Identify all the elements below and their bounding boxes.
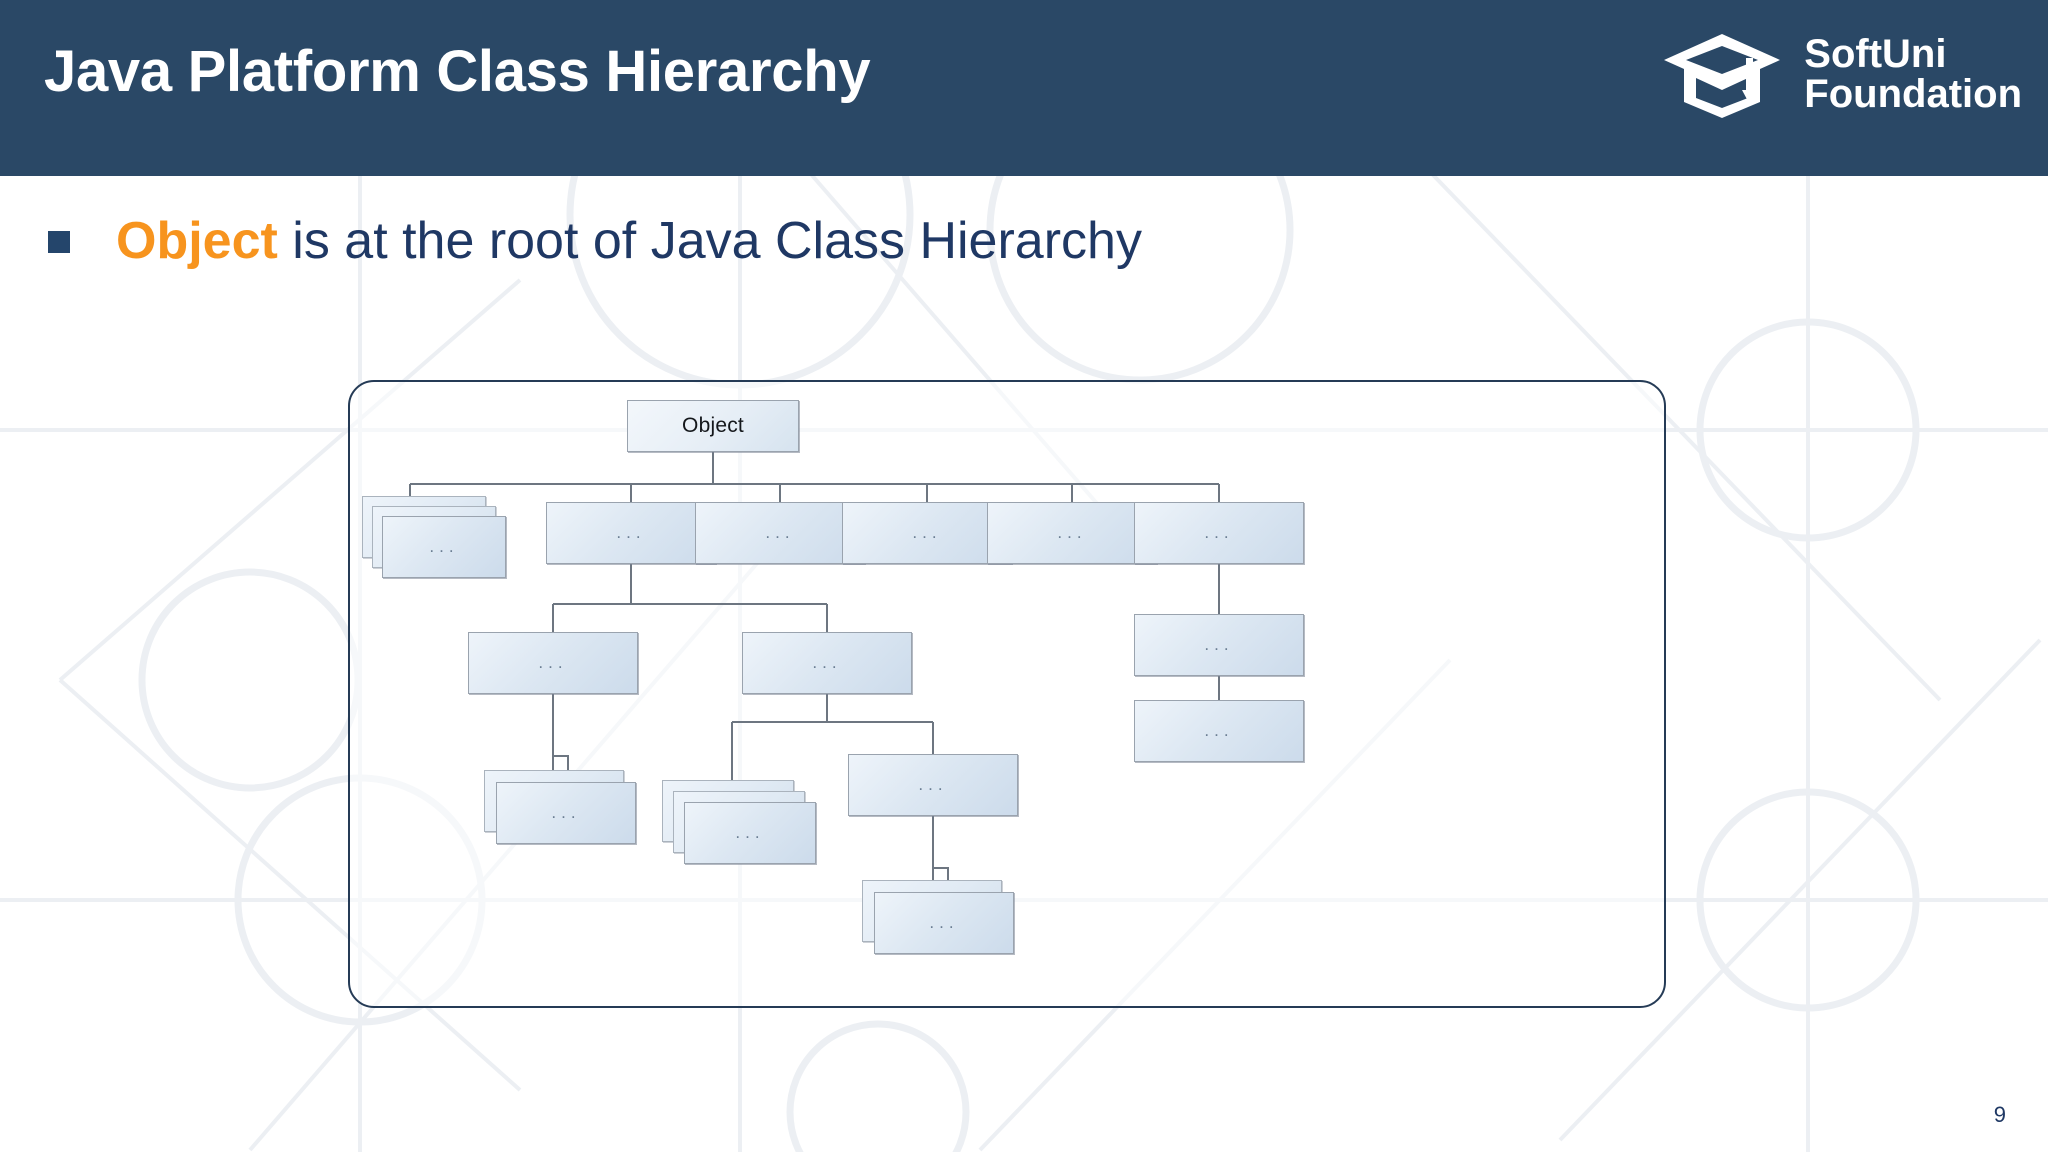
node-label: ...: [1204, 720, 1234, 740]
bullet-keyword: Object: [116, 212, 278, 270]
class-hierarchy-diagram: Object ... ... ... ... ... ... ... ... .…: [348, 380, 1666, 1008]
node-placeholder: ...: [1134, 502, 1304, 564]
logo-line-2: Foundation: [1804, 72, 2022, 116]
node-object-root: Object: [627, 400, 799, 452]
bullet-list-item: Object is at the root of Java Class Hier…: [48, 212, 1142, 270]
node-placeholder: ...: [874, 892, 1014, 954]
page-title: Java Platform Class Hierarchy: [44, 39, 871, 104]
node-placeholder: ...: [742, 632, 912, 694]
node-placeholder: ...: [468, 632, 638, 694]
node-label: ...: [1057, 522, 1087, 542]
node-placeholder: ...: [546, 502, 716, 564]
node-label: ...: [551, 802, 581, 822]
slide-header: Java Platform Class Hierarchy SoftUni Fo…: [0, 0, 2048, 176]
node-placeholder: ...: [382, 516, 506, 578]
softuni-foundation-logo: SoftUni Foundation: [1658, 28, 2022, 120]
node-placeholder: ...: [1134, 700, 1304, 762]
node-label: ...: [765, 522, 795, 542]
node-stack-group: ...: [362, 496, 522, 588]
node-stack-group: ...: [484, 770, 644, 850]
node-label: ...: [538, 652, 568, 672]
node-label: Object: [682, 414, 744, 437]
logo-line-1: SoftUni: [1804, 32, 1947, 76]
graduation-cap-icon: [1664, 34, 1781, 118]
bullet-rest: is at the root of Java Class Hierarchy: [277, 212, 1142, 270]
node-label: ...: [929, 912, 959, 932]
node-label: ...: [616, 522, 646, 542]
node-stack-group: ...: [862, 880, 1022, 960]
node-placeholder: ...: [987, 502, 1157, 564]
node-placeholder: ...: [1134, 614, 1304, 676]
node-placeholder: ...: [848, 754, 1018, 816]
square-bullet-icon: [48, 230, 70, 253]
node-label: ...: [735, 822, 765, 842]
node-placeholder: ...: [695, 502, 865, 564]
node-label: ...: [918, 774, 948, 794]
node-stack-group: ...: [662, 780, 832, 876]
node-label: ...: [1204, 522, 1234, 542]
node-placeholder: ...: [496, 782, 636, 844]
node-label: ...: [812, 652, 842, 672]
node-label: ...: [912, 522, 942, 542]
node-label: ...: [1204, 634, 1234, 654]
page-number: 9: [1993, 1102, 2006, 1127]
bullet-text: Object is at the root of Java Class Hier…: [116, 212, 1142, 270]
node-label: ...: [429, 536, 459, 556]
node-placeholder: ...: [684, 802, 816, 864]
